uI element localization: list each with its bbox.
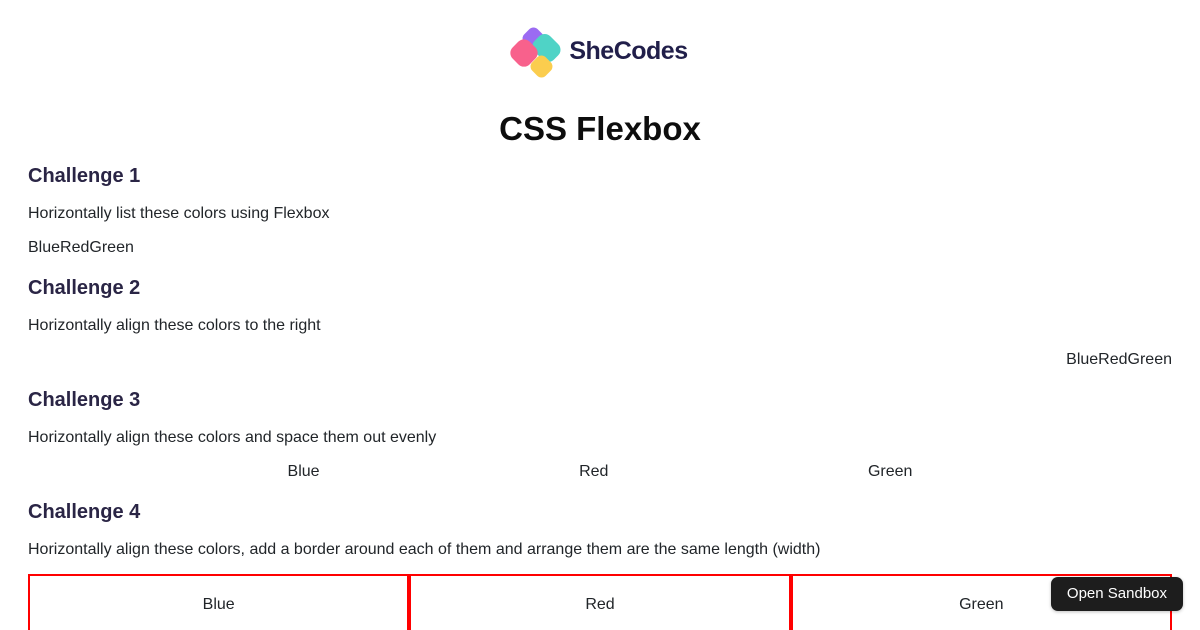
challenge-2-heading: Challenge 2 <box>28 277 141 299</box>
color-item-red: Red <box>60 239 90 256</box>
challenge-1-color-row: Blue Red Green <box>28 238 1172 257</box>
shecodes-logo: SheCodes <box>507 24 688 80</box>
shecodes-logo-icon <box>507 24 565 80</box>
challenge-3-section: Challenge 3 Horizontally align these col… <box>28 389 1172 481</box>
color-item-green: Green <box>867 463 913 480</box>
challenge-2-section: Challenge 2 Horizontally align these col… <box>28 277 1172 369</box>
page-title: CSS Flexbox <box>499 110 701 147</box>
challenge-4-heading: Challenge 4 <box>28 501 141 523</box>
challenge-3-color-row: Blue Red Green <box>28 462 1172 481</box>
color-item-blue: Blue <box>1066 351 1099 368</box>
color-item-red: Red <box>1098 351 1128 368</box>
color-item-green: Green <box>89 239 134 256</box>
challenge-1-section: Challenge 1 Horizontally list these colo… <box>28 165 1172 257</box>
color-item-blue: Blue <box>287 463 320 480</box>
challenge-3-heading: Challenge 3 <box>28 389 141 411</box>
color-item-red: Red <box>579 463 609 480</box>
challenge-1-description: Horizontally list these colors using Fle… <box>28 205 330 222</box>
challenge-3-description: Horizontally align these colors and spac… <box>28 429 437 446</box>
challenge-4-section: Challenge 4 Horizontally align these col… <box>28 501 1172 630</box>
color-item-blue: Blue <box>28 239 61 256</box>
challenge-4-color-row: Blue Red Green <box>28 574 1172 630</box>
color-item-blue: Blue <box>28 574 410 630</box>
header: SheCodes <box>28 0 1172 80</box>
challenge-2-color-row: Blue Red Green <box>28 350 1172 369</box>
challenge-2-description: Horizontally align these colors to the r… <box>28 317 321 334</box>
color-item-green: Green <box>1127 351 1172 368</box>
challenge-1-heading: Challenge 1 <box>28 165 141 187</box>
brand-name: SheCodes <box>569 37 688 65</box>
color-item-red: Red <box>409 574 791 630</box>
challenge-4-description: Horizontally align these colors, add a b… <box>28 541 821 558</box>
open-sandbox-button[interactable]: Open Sandbox <box>1050 577 1183 611</box>
